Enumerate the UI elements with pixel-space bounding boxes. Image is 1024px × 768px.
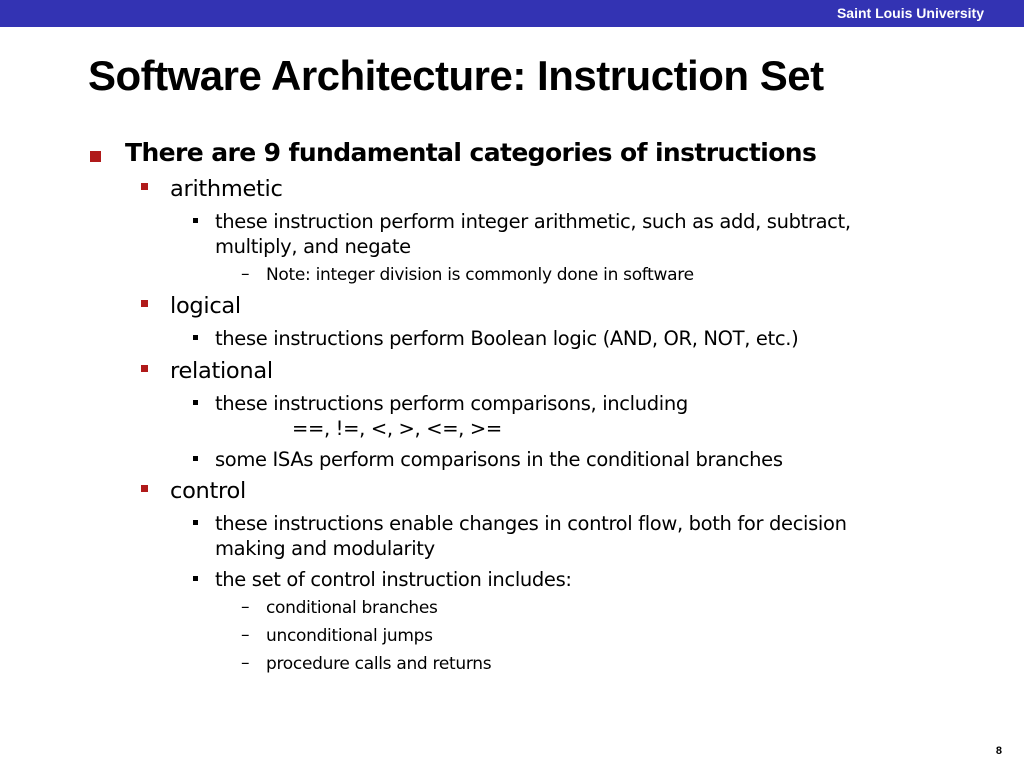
square-bullet-icon xyxy=(141,365,148,372)
arithmetic-point-line2: multiply, and negate xyxy=(215,235,411,258)
page-number: 8 xyxy=(995,745,1002,757)
relational-operators: ==, !=, <, >, <=, >= xyxy=(292,417,502,440)
lead-point: There are 9 fundamental categories of in… xyxy=(125,138,817,167)
control-point-line2: making and modularity xyxy=(215,537,435,560)
header-bar: Saint Louis University xyxy=(0,0,1024,27)
dash-bullet-icon: – xyxy=(241,264,250,284)
category-arithmetic: arithmetic xyxy=(170,176,283,202)
arithmetic-note: Note: integer division is commonly done … xyxy=(266,265,694,285)
control-item: conditional branches xyxy=(266,598,438,618)
control-item: unconditional jumps xyxy=(266,626,433,646)
relational-point-line1: these instructions perform comparisons, … xyxy=(215,392,688,415)
small-square-bullet-icon xyxy=(193,400,198,405)
dash-bullet-icon: – xyxy=(241,597,250,617)
category-logical: logical xyxy=(170,293,241,319)
logical-point: these instructions perform Boolean logic… xyxy=(215,327,799,350)
square-bullet-icon xyxy=(90,151,101,162)
category-control: control xyxy=(170,478,246,504)
dash-bullet-icon: – xyxy=(241,625,250,645)
control-point-line1: these instructions enable changes in con… xyxy=(215,512,847,535)
small-square-bullet-icon xyxy=(193,335,198,340)
small-square-bullet-icon xyxy=(193,520,198,525)
slide-title: Software Architecture: Instruction Set xyxy=(88,52,824,99)
square-bullet-icon xyxy=(141,300,148,307)
category-relational: relational xyxy=(170,358,273,384)
small-square-bullet-icon xyxy=(193,218,198,223)
relational-point2: some ISAs perform comparisons in the con… xyxy=(215,448,783,471)
dash-bullet-icon: – xyxy=(241,653,250,673)
arithmetic-point-line1: these instruction perform integer arithm… xyxy=(215,210,851,233)
small-square-bullet-icon xyxy=(193,456,198,461)
control-point2: the set of control instruction includes: xyxy=(215,568,572,591)
square-bullet-icon xyxy=(141,485,148,492)
small-square-bullet-icon xyxy=(193,576,198,581)
square-bullet-icon xyxy=(141,183,148,190)
institution-name: Saint Louis University xyxy=(836,5,984,21)
control-item: procedure calls and returns xyxy=(266,654,492,674)
